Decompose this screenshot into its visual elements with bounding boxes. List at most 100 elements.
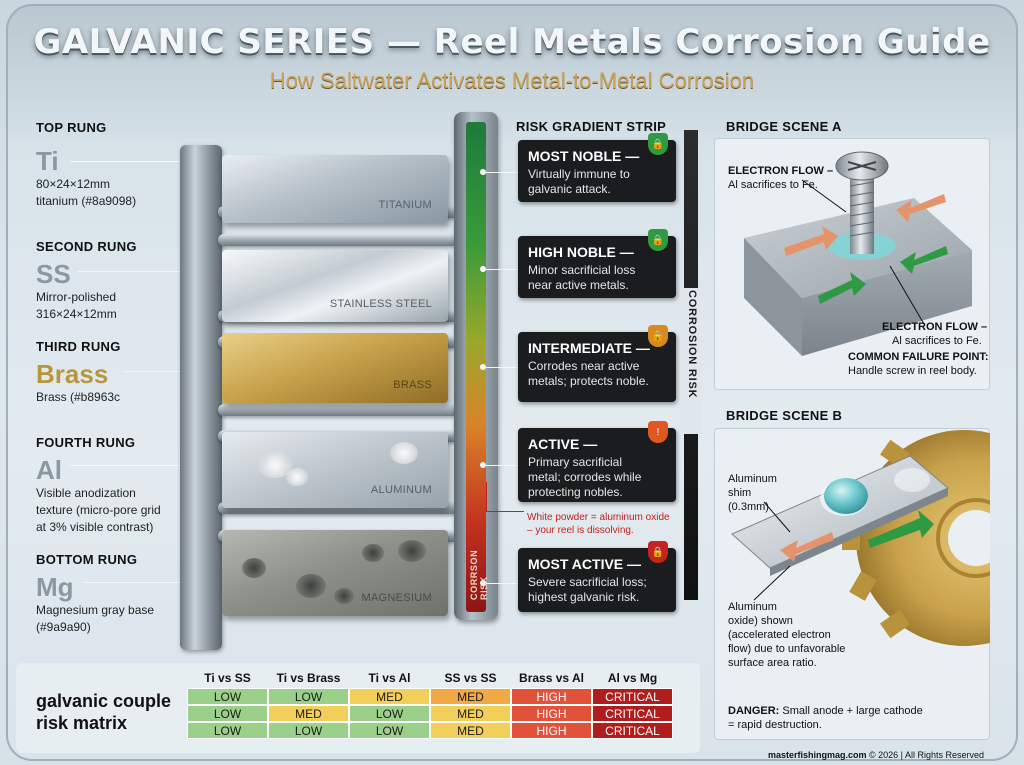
matrix-cell: LOW — [187, 688, 268, 705]
risk-desc: Corrodes near active metals; protects no… — [528, 359, 649, 388]
matrix-cell: HIGH — [511, 722, 592, 739]
rung-desc: Mirror-polished — [36, 290, 117, 304]
matrix-cell: CRITICAL — [592, 688, 673, 705]
matrix-cell: LOW — [268, 688, 349, 705]
leader-line — [124, 371, 200, 372]
rung-label-brass: THIRD RUNG Brass Brass (#b8963c — [36, 339, 196, 405]
matrix-cell: LOW — [349, 722, 430, 739]
risk-desc: Minor sacrificial loss near active metal… — [528, 263, 636, 292]
corrosion-risk-label-bg — [680, 288, 702, 434]
note-line: White powder = aluminum oxide — [527, 512, 670, 523]
rung-symbol: Mg — [36, 572, 74, 602]
risk-heading: ACTIVE — — [528, 436, 598, 452]
aluminum-bar: ALUMINUM — [222, 432, 448, 508]
corrosion-pit — [334, 588, 354, 604]
warning-shield-icon: ! — [648, 421, 668, 443]
electron-flow-arrow — [784, 226, 838, 256]
risk-box-active: ! ACTIVE — Primary sacrificial metal; co… — [518, 421, 676, 502]
rung-heading: FOURTH RUNG — [36, 435, 136, 450]
corrosion-risk-label: CORROSION RISK — [686, 290, 698, 399]
magnesium-bar: MAGNESIUM — [222, 530, 448, 616]
strip-marker — [480, 580, 486, 586]
strip-connector — [486, 367, 518, 368]
bridge-b-panel: Aluminum shim (0.3mm) Aluminum oxide) sh… — [714, 428, 990, 740]
corrosion-pit — [242, 558, 266, 578]
lock-shield-icon: 🔒 — [648, 541, 668, 563]
rung-desc: Brass (#b8963c — [36, 390, 121, 404]
risk-heading: INTERMEDIATE — — [528, 340, 650, 356]
brass-bar: BRASS — [222, 333, 448, 403]
electron-flow-arrow — [818, 272, 866, 304]
bar-label: MAGNESIUM — [361, 592, 432, 604]
block-front — [802, 250, 972, 356]
matrix-cell: HIGH — [511, 705, 592, 722]
risk-matrix-title: galvanic couple risk matrix — [36, 691, 172, 733]
matrix-cell: HIGH — [511, 688, 592, 705]
rung-symbol: Al — [36, 455, 62, 485]
corrosion-pit — [390, 442, 418, 464]
rung-heading: TOP RUNG — [36, 120, 107, 135]
rung-label-mg: BOTTOM RUNG Mg Magnesium gray base (#9a9… — [36, 552, 196, 635]
footer-credit: masterfishingmag.com © 2026 | All Rights… — [767, 750, 984, 760]
risk-heading: MOST NOBLE — — [528, 148, 640, 164]
strip-connector — [486, 269, 518, 270]
leader-line — [70, 161, 200, 162]
leader-line — [70, 465, 200, 466]
bridge-b-title: BRIDGE SCENE B — [726, 408, 843, 423]
leader-line — [84, 582, 200, 583]
bridge-b-illustration — [731, 430, 990, 646]
strip-connector — [486, 172, 518, 173]
strip-connector — [486, 583, 518, 584]
matrix-cell: MED — [430, 705, 511, 722]
rung-label-ss: SECOND RUNG SS Mirror-polished 316×24×12… — [36, 239, 196, 322]
common-failure-note: COMMON FAILURE POINT: Handle screw in re… — [848, 351, 989, 377]
electron-flow-arrow — [868, 510, 934, 548]
corrosion-pit — [286, 468, 308, 486]
corrosion-pit — [398, 540, 426, 562]
bar-label: STAINLESS STEEL — [329, 298, 432, 310]
matrix-cell: CRITICAL — [592, 722, 673, 739]
bridge-a-illustration — [744, 151, 972, 356]
risk-gradient-strip — [466, 122, 486, 612]
rung-symbol: Brass — [36, 359, 109, 389]
risk-desc: Severe sacrificial loss; highest galvani… — [528, 575, 647, 604]
risk-heading: HIGH NOBLE — — [528, 244, 634, 260]
rung-desc: 316×24×12mm — [36, 307, 117, 321]
lock-shield-icon: 🔒 — [648, 229, 668, 251]
matrix-cell: MED — [268, 705, 349, 722]
ladder-rail-left — [180, 145, 222, 650]
page-subtitle: How Saltwater Activates Metal-to-Metal C… — [269, 68, 755, 93]
aluminum-oxide-note: White powder = aluminum oxide – your ree… — [527, 511, 670, 537]
aluminum-oxide-note: Aluminum oxide) shown (accelerated elect… — [728, 601, 846, 669]
bar-label: ALUMINUM — [370, 484, 432, 496]
matrix-column-header: Brass vs Al — [519, 671, 584, 685]
rung-desc: Magnesium gray base — [36, 603, 155, 617]
corrosion-pit — [296, 574, 326, 598]
rung-desc: 80×24×12mm — [36, 177, 111, 191]
note-connector — [486, 482, 487, 512]
matrix-cell: CRITICAL — [592, 705, 673, 722]
page-title: GALVANIC SERIES — Reel Metals Corrosion … — [33, 22, 991, 62]
rung-symbol: Ti — [36, 146, 59, 176]
block-side — [744, 238, 802, 356]
rung-desc: titanium (#8a9098) — [36, 194, 137, 208]
matrix-cell: MED — [349, 688, 430, 705]
matrix-cell: LOW — [187, 722, 268, 739]
rung-heading: THIRD RUNG — [36, 339, 121, 354]
electron-flow-note-1: ELECTRON FLOW – Al sacrifices to Fe. — [728, 165, 834, 191]
risk-heading: MOST ACTIVE — — [528, 556, 642, 572]
rung-desc: Visible anodization — [36, 486, 136, 500]
rung-symbol: SS — [36, 259, 71, 289]
rung-heading: SECOND RUNG — [36, 239, 137, 254]
matrix-cell: LOW — [268, 722, 349, 739]
rung-label-ti: TOP RUNG Ti 80×24×12mm titanium (#8a9098… — [36, 120, 196, 209]
aluminum-shim-note: Aluminum shim (0.3mm) — [728, 473, 777, 513]
matrix-column-header: Al vs Mg — [607, 671, 658, 685]
matrix-column-header: SS vs SS — [444, 671, 497, 685]
risk-box-most-noble: 🔒 MOST NOBLE — Virtually immune to galva… — [518, 133, 676, 202]
matrix-cell: MED — [430, 722, 511, 739]
electron-flow-note-2: ELECTRON FLOW – Al sacrifices to Fe. — [882, 321, 988, 347]
corrosion-pit — [362, 544, 384, 562]
leader-line — [78, 271, 200, 272]
matrix-cell: LOW — [187, 705, 268, 722]
